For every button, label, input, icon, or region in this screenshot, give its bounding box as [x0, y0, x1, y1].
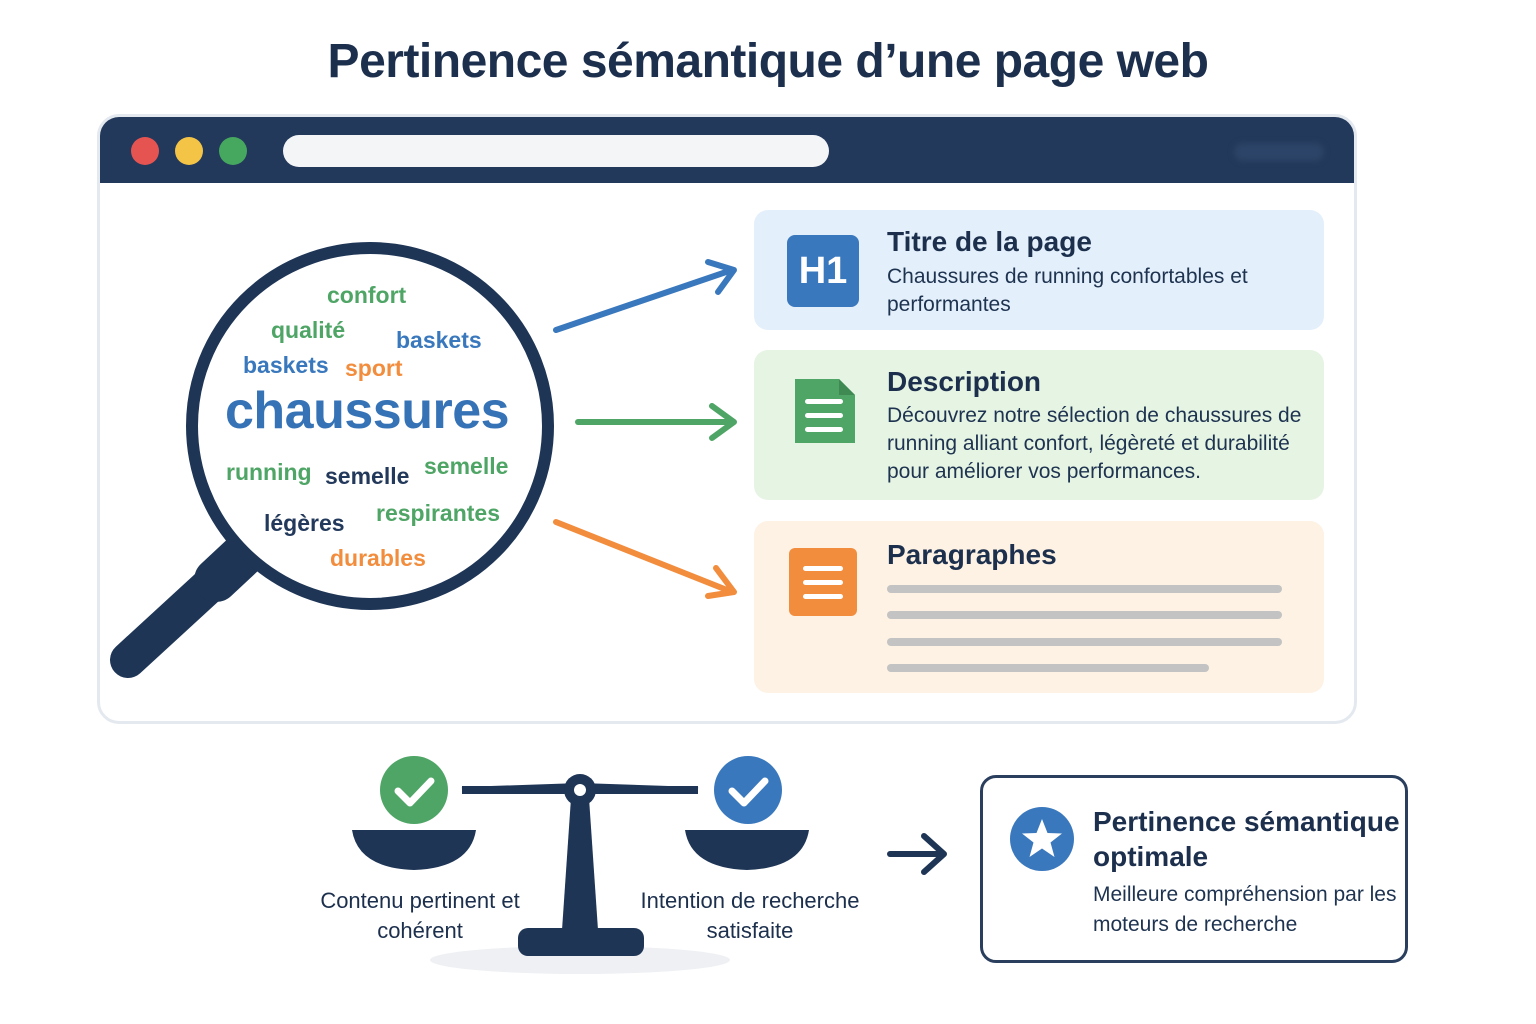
connector-arrows	[553, 259, 737, 599]
magnifier-icon	[110, 242, 554, 678]
address-bar[interactable]	[283, 135, 829, 167]
title-card-heading: Titre de la page	[887, 226, 1092, 257]
scale-icon	[352, 756, 809, 974]
balance-scale: Contenu pertinent et cohérent Intention …	[320, 750, 890, 990]
result-box: Pertinence sémantique optimale Meilleure…	[980, 775, 1408, 963]
keyword: semelle	[325, 463, 410, 489]
keyword: baskets	[396, 327, 482, 353]
keyword: semelle	[424, 453, 509, 479]
result-title: Pertinence sémantique optimale	[1093, 806, 1400, 872]
keyword-main: chaussures	[225, 382, 510, 440]
document-icon	[795, 379, 855, 443]
arrow-to-description-icon	[575, 403, 737, 441]
keyword: confort	[327, 282, 407, 308]
close-dot-icon[interactable]	[131, 137, 159, 165]
keyword: légères	[264, 510, 345, 536]
minimize-dot-icon[interactable]	[175, 137, 203, 165]
paragraph-line	[887, 585, 1282, 593]
document-icon	[789, 548, 857, 616]
title-card: H1 Titre de la page Chaussures de runnin…	[754, 210, 1324, 330]
keyword: running	[226, 459, 312, 485]
paragraphs-card: Paragraphes	[754, 521, 1324, 693]
description-card-heading: Description	[887, 366, 1042, 397]
description-card-text: Découvrez notre sélection de chaussures …	[887, 404, 1302, 483]
arrow-to-paragraphs-icon	[553, 519, 737, 599]
keyword: respirantes	[376, 500, 501, 526]
keyword: baskets	[243, 352, 329, 378]
keyword: sport	[345, 355, 403, 381]
paragraph-line	[887, 638, 1282, 646]
h1-icon: H1	[787, 235, 859, 307]
paragraph-line	[887, 664, 1209, 672]
browser-toolbar	[100, 117, 1354, 183]
maximize-dot-icon[interactable]	[219, 137, 247, 165]
arrow-right-icon	[887, 833, 947, 875]
paragraphs-card-heading: Paragraphes	[887, 539, 1057, 570]
paragraph-line	[887, 611, 1282, 619]
arrow-to-title-icon	[553, 259, 737, 333]
title-card-text: Chaussures de running confortables et pe…	[887, 265, 1248, 316]
description-card: Description Découvrez notre sélection de…	[754, 350, 1324, 500]
magnifier-keyword-cloud: confort qualité baskets baskets sport ch…	[98, 230, 568, 700]
keyword: qualité	[271, 317, 346, 343]
star-icon	[1010, 807, 1074, 871]
check-icon	[714, 756, 782, 824]
check-icon	[380, 756, 448, 824]
keyword: durables	[330, 545, 426, 571]
toolbar-menu[interactable]	[1234, 143, 1324, 161]
page-title: Pertinence sémantique d’une page web	[327, 35, 1209, 88]
result-text: Meilleure compréhension par les moteurs …	[1093, 883, 1397, 936]
left-pan-label: Contenu pertinent et cohérent	[320, 888, 520, 943]
right-pan-label: Intention de recherche satisfaite	[640, 888, 860, 943]
